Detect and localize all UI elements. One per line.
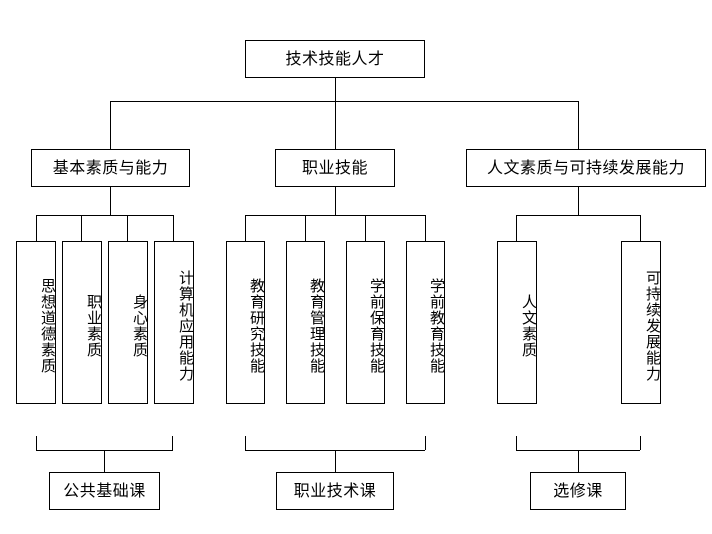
connector-spine-drop-3 xyxy=(578,101,579,149)
bracket-3-right-tick xyxy=(640,436,641,450)
bracket-1-left-tick xyxy=(36,436,37,450)
bracket-2-left-tick xyxy=(245,436,246,450)
node-education-research: 教育研究技能 xyxy=(226,241,266,404)
node-physical-mental: 身心素质 xyxy=(108,241,149,404)
node-computer-application: 计算机应用能力 xyxy=(154,241,195,404)
node-ideological-moral: 思想道德素质 xyxy=(16,241,57,404)
node-preschool-care: 学前保育技能 xyxy=(346,241,386,404)
bracket-2-stem xyxy=(335,450,336,472)
connector-g1-stem xyxy=(110,187,111,215)
node-vocational-skill: 职业技能 xyxy=(275,149,395,187)
node-sustainable-development: 可持续发展能力 xyxy=(621,241,662,404)
connector-g2-drop-4 xyxy=(425,215,426,241)
connector-g2-drop-1 xyxy=(245,215,246,241)
connector-level2-spine xyxy=(110,101,579,102)
node-vocational-technical-course: 职业技术课 xyxy=(276,472,394,510)
connector-g1-drop-1 xyxy=(36,215,37,241)
connector-g2-stem xyxy=(335,187,336,215)
connector-g1-drop-4 xyxy=(173,215,174,241)
bracket-3-left-tick xyxy=(516,436,517,450)
node-education-management: 教育管理技能 xyxy=(286,241,326,404)
node-basic-quality: 基本素质与能力 xyxy=(31,149,190,187)
connector-g2-drop-2 xyxy=(305,215,306,241)
node-technical-skilled-talent: 技术技能人才 xyxy=(245,40,425,78)
node-vocational-quality: 职业素质 xyxy=(62,241,103,404)
connector-g2-bar xyxy=(245,215,425,216)
connector-g1-drop-3 xyxy=(127,215,128,241)
bracket-2-right-tick xyxy=(425,436,426,450)
connector-spine-drop-1 xyxy=(110,101,111,149)
node-elective-course: 选修课 xyxy=(530,472,626,510)
bracket-1-stem xyxy=(104,450,105,472)
connector-g3-stem xyxy=(578,187,579,215)
node-humanities-sustainable: 人文素质与可持续发展能力 xyxy=(466,149,706,187)
connector-spine-drop-2 xyxy=(335,101,336,149)
connector-root-stem xyxy=(335,78,336,101)
bracket-1-right-tick xyxy=(172,436,173,450)
node-humanities-quality: 人文素质 xyxy=(497,241,538,404)
bracket-3-stem xyxy=(578,450,579,472)
connector-g3-bar xyxy=(516,215,640,216)
connector-g2-drop-3 xyxy=(365,215,366,241)
connector-g3-drop-1 xyxy=(516,215,517,241)
node-preschool-education: 学前教育技能 xyxy=(406,241,446,404)
connector-g1-drop-2 xyxy=(81,215,82,241)
connector-g1-bar xyxy=(36,215,173,216)
node-public-basic-course: 公共基础课 xyxy=(49,472,160,510)
connector-g3-drop-2 xyxy=(640,215,641,241)
